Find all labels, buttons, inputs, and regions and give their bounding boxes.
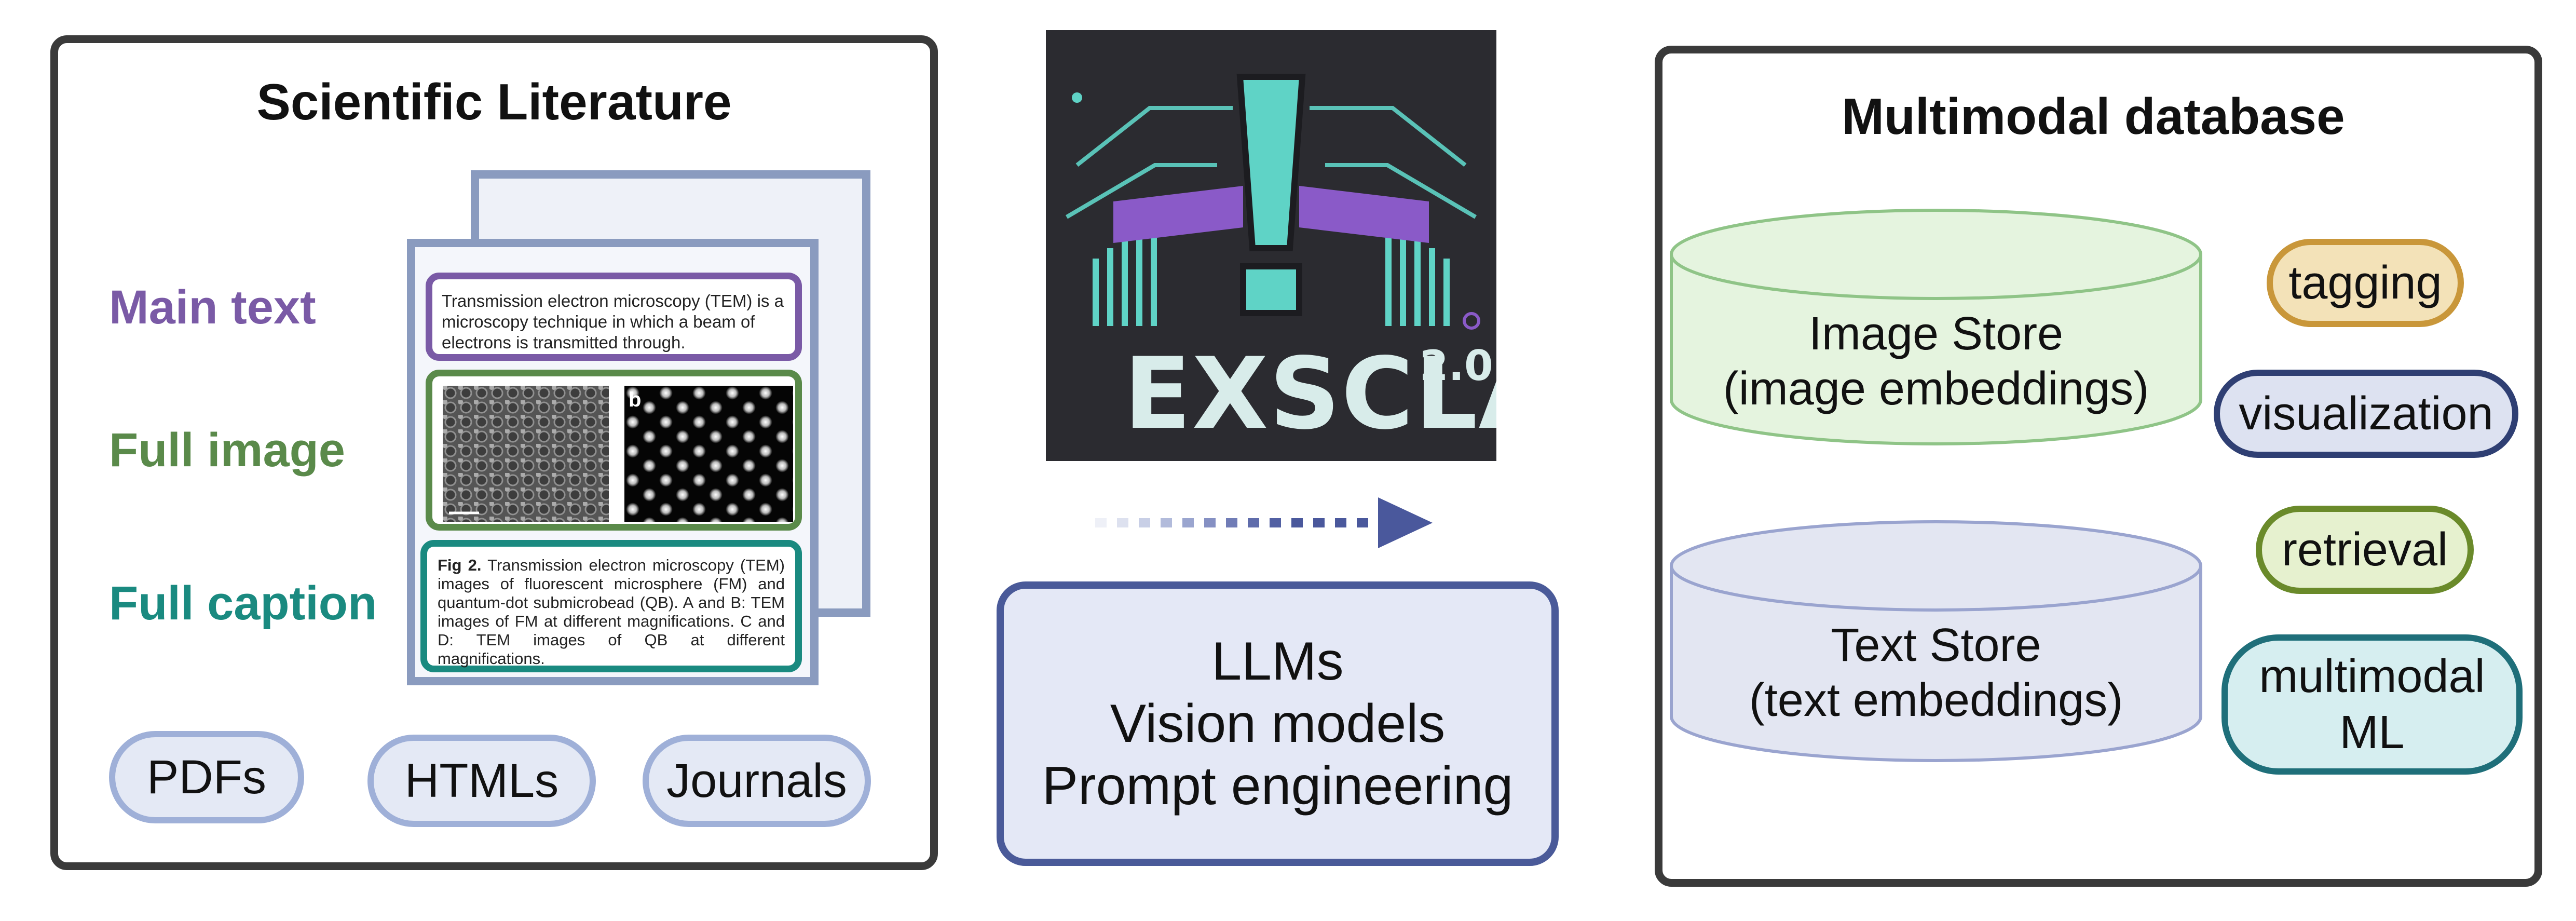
tag-retrieval: retrieval: [2256, 506, 2474, 594]
logo-graphic: [1046, 30, 1496, 461]
image-store-label: Image Store (image embeddings): [1671, 306, 2201, 416]
flow-arrow: [1095, 497, 1433, 548]
subfigure-label-b: b: [629, 388, 641, 411]
source-pdfs: PDFs: [109, 731, 304, 823]
text-store-label: Text Store (text embeddings): [1671, 618, 2201, 728]
full-image-box: b: [426, 370, 802, 531]
source-journals: Journals: [643, 735, 871, 827]
text-store-name: Text Store: [1831, 619, 2041, 671]
method-llms: LLMs: [1211, 631, 1344, 692]
source-htmls: HTMLs: [367, 735, 596, 827]
multimodal-database-title: Multimodal database: [1842, 88, 2345, 145]
full-caption-box: Fig 2. Transmission electron microscopy …: [420, 540, 802, 672]
full-caption-label: Full caption: [109, 577, 377, 630]
image-store-cylinder: [1670, 209, 2202, 445]
methods-box: LLMs Vision models Prompt engineering: [997, 581, 1559, 866]
tem-image-b: b: [624, 386, 793, 522]
main-text-label: Main text: [109, 281, 316, 334]
tag-visualization: visualization: [2214, 370, 2518, 458]
caption-lead: Fig 2.: [438, 556, 482, 574]
logo-text: EXSCLAIM: [1124, 336, 1496, 451]
text-store-cylinder: [1670, 520, 2202, 762]
method-vision-models: Vision models: [1110, 694, 1446, 754]
image-store-desc: (image embeddings): [1723, 363, 2149, 415]
main-text-box: Transmission electron microscopy (TEM) i…: [426, 273, 802, 361]
logo-version: 2.0: [1420, 342, 1493, 390]
scientific-literature-title: Scientific Literature: [256, 73, 732, 130]
full-image-label: Full image: [109, 424, 345, 477]
image-store-name: Image Store: [1808, 308, 2064, 360]
exsclaim-logo: EXSCLAIM 2.0: [1046, 30, 1496, 461]
method-prompt-engineering: Prompt engineering: [1042, 756, 1514, 816]
tem-image-a: [443, 386, 609, 522]
tag-tagging: tagging: [2267, 239, 2464, 327]
text-store-desc: (text embeddings): [1749, 674, 2123, 726]
caption-body: Transmission electron microscopy (TEM) i…: [438, 556, 785, 668]
tag-multimodal-ml: multimodal ML: [2221, 634, 2523, 775]
